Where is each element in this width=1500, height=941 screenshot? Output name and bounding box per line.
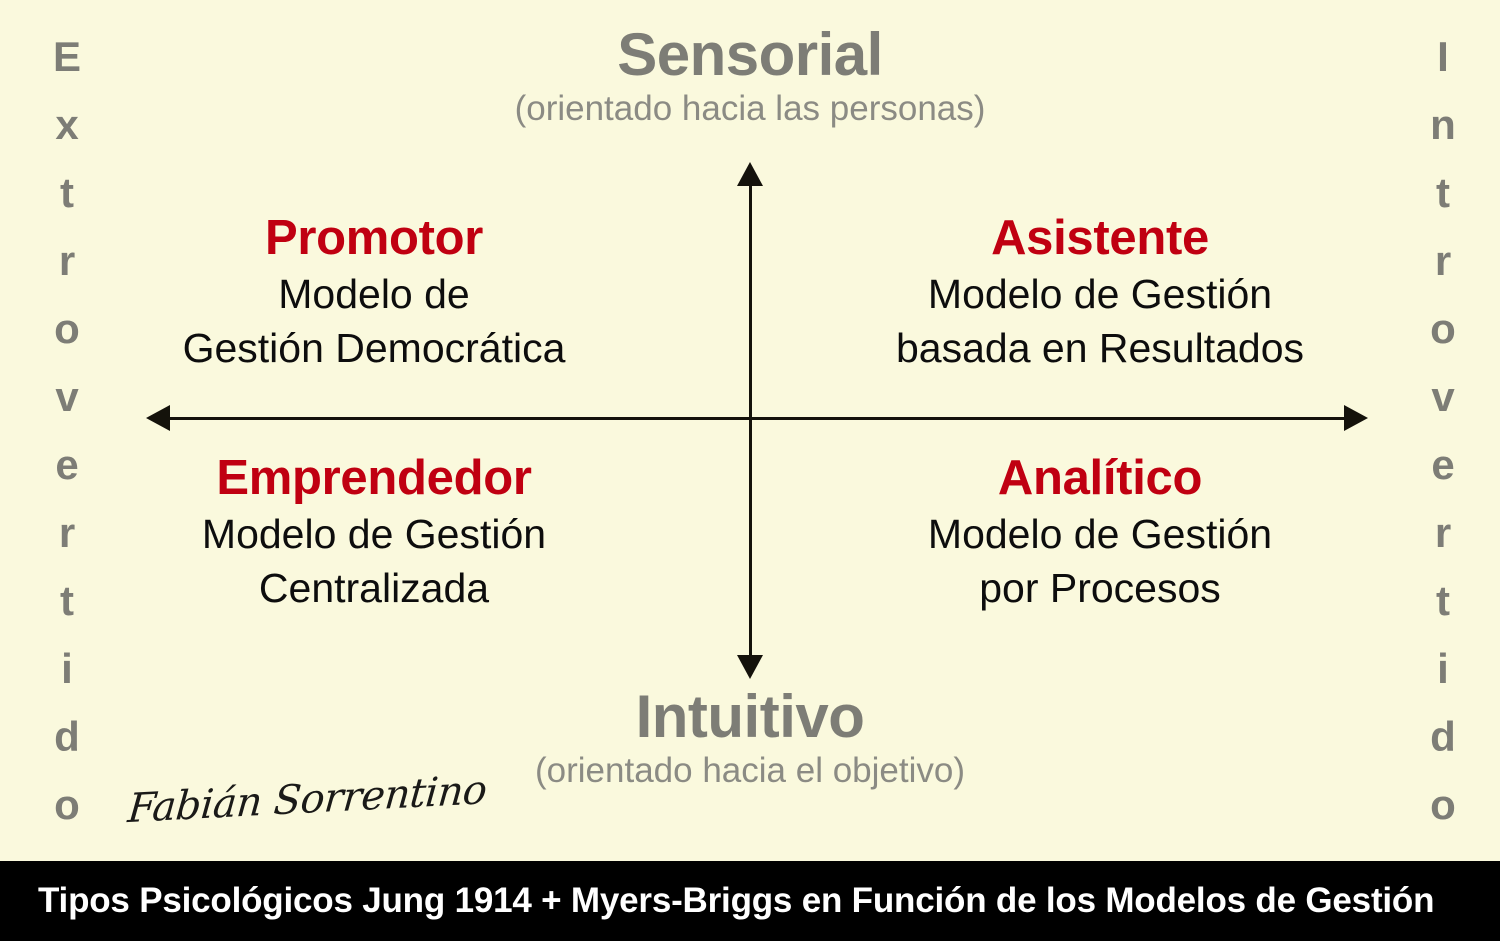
quadrant-desc-line: Modelo de	[278, 270, 470, 317]
side-left-letter: d	[54, 713, 80, 760]
side-right-letter: t	[1436, 169, 1450, 216]
quadrant-top-left-promotor: Promotor Modelo de Gestión Democrática	[74, 212, 674, 375]
side-left-letter: o	[54, 781, 80, 828]
quadrant-top-right-asistente: Asistente Modelo de Gestión basada en Re…	[800, 212, 1400, 375]
arrow-up-icon	[737, 162, 763, 186]
side-left-letter: r	[58, 509, 76, 556]
quadrant-desc-line: por Procesos	[979, 565, 1221, 612]
side-left-letter: E	[52, 33, 81, 80]
caption-text: Tipos Psicológicos Jung 1914 + Myers-Bri…	[38, 881, 1435, 920]
arrow-down-icon	[737, 655, 763, 679]
side-left-letter: v	[55, 373, 79, 420]
side-left-letter: t	[60, 169, 74, 216]
side-right-letter: i	[1437, 645, 1449, 692]
quadrant-desc-line: Modelo de Gestión	[927, 270, 1273, 317]
axis-label-introvertido: I n t r o v e r t i d o	[1408, 36, 1478, 826]
quadrant-desc-line: Centralizada	[258, 565, 490, 612]
horizontal-axis-line	[160, 417, 1356, 420]
axis-pole-top: Sensorial (orientado hacia las personas)	[370, 24, 1130, 129]
quadrant-title: Promotor	[264, 211, 484, 265]
side-left-letter: o	[54, 305, 80, 352]
side-right-letter: o	[1430, 781, 1456, 828]
quadrant-bottom-right-analitico: Analítico Modelo de Gestión por Procesos	[800, 452, 1400, 615]
quadrant-title: Asistente	[991, 211, 1209, 265]
arrow-left-icon	[146, 405, 170, 431]
pole-bottom-subtitle: (orientado hacia el objetivo)	[535, 751, 965, 791]
pole-bottom-title: Intuitivo	[635, 683, 865, 750]
side-right-letter: n	[1430, 101, 1456, 148]
side-left-letter: t	[60, 577, 74, 624]
side-right-letter: I	[1437, 33, 1449, 80]
side-left-letter: x	[55, 101, 79, 148]
author-signature: Fabián Sorrentino	[125, 767, 489, 833]
quadrant-desc-line: Modelo de Gestión	[927, 510, 1273, 557]
side-right-letter: d	[1430, 713, 1456, 760]
quadrant-desc-line: Gestión Democrática	[182, 325, 566, 372]
quadrant-desc-line: Modelo de Gestión	[201, 510, 547, 557]
side-left-letter: i	[61, 645, 73, 692]
side-left-letter: r	[58, 237, 76, 284]
quadrant-desc-line: basada en Resultados	[895, 325, 1305, 372]
side-right-letter: o	[1430, 305, 1456, 352]
side-right-letter: v	[1431, 373, 1455, 420]
arrow-right-icon	[1344, 405, 1368, 431]
side-right-letter: e	[1431, 441, 1455, 488]
quadrant-title: Emprendedor	[216, 451, 532, 505]
side-left-letter: e	[55, 441, 79, 488]
side-right-letter: r	[1434, 237, 1452, 284]
side-right-letter: r	[1434, 509, 1452, 556]
axis-label-extrovertido: E x t r o v e r t i d o	[32, 36, 102, 826]
side-right-letter: t	[1436, 577, 1450, 624]
vertical-axis-line	[749, 176, 752, 664]
quadrant-title: Analítico	[997, 451, 1203, 505]
pole-top-title: Sensorial	[617, 21, 883, 88]
axis-pole-bottom: Intuitivo (orientado hacia el objetivo)	[370, 686, 1130, 791]
pole-top-subtitle: (orientado hacia las personas)	[514, 89, 986, 129]
quadrant-bottom-left-emprendedor: Emprendedor Modelo de Gestión Centraliza…	[74, 452, 674, 615]
caption-bar: Tipos Psicológicos Jung 1914 + Myers-Bri…	[0, 861, 1500, 941]
